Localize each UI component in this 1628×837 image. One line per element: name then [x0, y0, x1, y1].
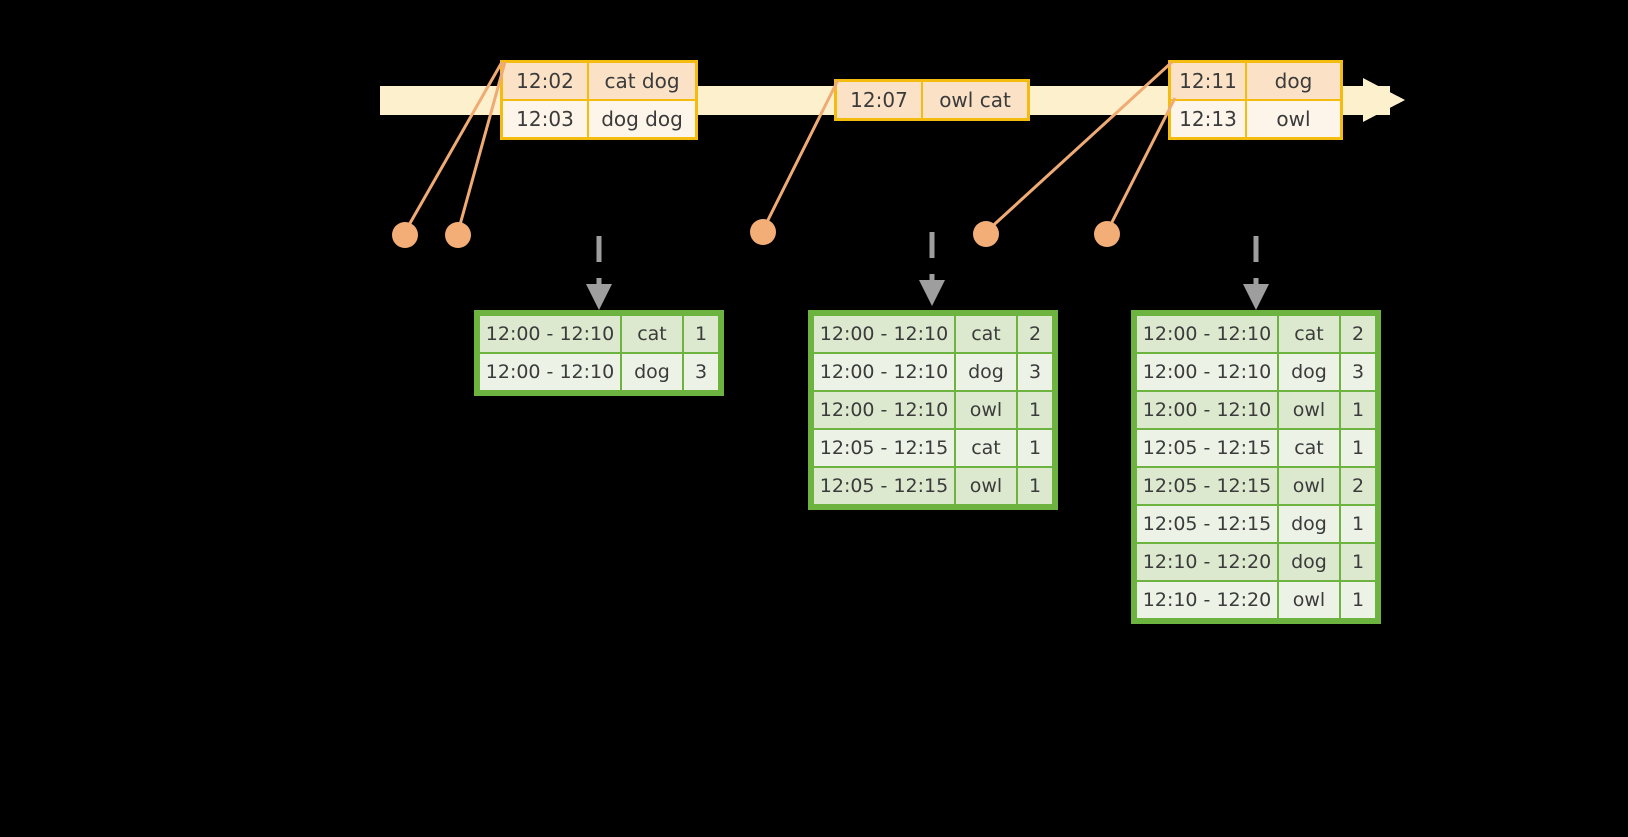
count-cell: 3	[684, 354, 718, 390]
window-cell: 12:00 - 12:10	[814, 316, 954, 352]
key-cell: dog	[1279, 544, 1339, 580]
key-cell: cat	[956, 430, 1016, 466]
result-table-2[interactable]: 12:00 - 12:10 cat 2 12:00 - 12:10 dog 3 …	[808, 310, 1058, 510]
emit-arrowhead-icon	[586, 284, 612, 310]
window-cell: 12:00 - 12:10	[480, 354, 620, 390]
result-table-3[interactable]: 12:00 - 12:10 cat 2 12:00 - 12:10 dog 3 …	[1131, 310, 1381, 624]
event-row: 12:13 owl	[1171, 99, 1340, 137]
key-cell: owl	[1279, 468, 1339, 504]
event-words: dog	[1245, 63, 1340, 99]
connector-line	[1105, 97, 1177, 233]
table-row: 12:10 - 12:20 owl 1	[1137, 582, 1375, 618]
event-time: 12:07	[850, 88, 908, 112]
key-cell: owl	[1279, 392, 1339, 428]
key-cell: owl	[956, 392, 1016, 428]
table-row: 12:05 - 12:15 dog 1	[1137, 506, 1375, 542]
event-words: dog dog	[587, 101, 695, 137]
count-cell: 3	[1018, 354, 1052, 390]
count-cell: 2	[1341, 468, 1375, 504]
count-cell: 1	[1341, 506, 1375, 542]
table-row: 12:00 - 12:10 dog 3	[814, 354, 1052, 390]
event-row: 12:07 owl cat	[837, 82, 1027, 118]
event-words: owl	[1245, 101, 1340, 137]
emit-arrows	[596, 232, 1259, 288]
event-group-1[interactable]: 12:02 cat dog 12:03 dog dog	[500, 60, 698, 140]
event-row: 12:02 cat dog	[503, 63, 695, 99]
connector-dot	[750, 219, 776, 245]
window-cell: 12:10 - 12:20	[1137, 582, 1277, 618]
window-cell: 12:05 - 12:15	[814, 468, 954, 504]
count-cell: 1	[1018, 430, 1052, 466]
table-row: 12:10 - 12:20 dog 1	[1137, 544, 1375, 580]
count-cell: 2	[1018, 316, 1052, 352]
event-time: 12:02	[516, 69, 574, 93]
table-row: 12:00 - 12:10 dog 3	[480, 354, 718, 390]
event-words: owl cat	[921, 82, 1027, 118]
window-cell: 12:05 - 12:15	[1137, 430, 1277, 466]
count-cell: 1	[684, 316, 718, 352]
table-row: 12:00 - 12:10 owl 1	[1137, 392, 1375, 428]
window-cell: 12:00 - 12:10	[814, 392, 954, 428]
table-row: 12:05 - 12:15 owl 2	[1137, 468, 1375, 504]
table-row: 12:00 - 12:10 dog 3	[1137, 354, 1375, 390]
connector-dots	[392, 219, 1120, 248]
table-row: 12:00 - 12:10 cat 1	[480, 316, 718, 352]
key-cell: owl	[956, 468, 1016, 504]
event-words: cat dog	[587, 63, 695, 99]
key-cell: cat	[956, 316, 1016, 352]
window-cell: 12:00 - 12:10	[1137, 316, 1277, 352]
connector-dot	[445, 222, 471, 248]
connector-dot	[973, 221, 999, 247]
key-cell: cat	[622, 316, 682, 352]
connector-dot	[1094, 221, 1120, 247]
event-row: 12:11 dog	[1171, 63, 1340, 99]
table-row: 12:00 - 12:10 owl 1	[814, 392, 1052, 428]
connector-dot	[392, 222, 418, 248]
window-cell: 12:00 - 12:10	[480, 316, 620, 352]
window-cell: 12:10 - 12:20	[1137, 544, 1277, 580]
window-cell: 12:05 - 12:15	[1137, 506, 1277, 542]
table-row: 12:05 - 12:15 cat 1	[1137, 430, 1375, 466]
table-row: 12:00 - 12:10 cat 2	[814, 316, 1052, 352]
window-cell: 12:00 - 12:10	[814, 354, 954, 390]
emit-arrowheads	[586, 280, 1269, 310]
count-cell: 1	[1341, 544, 1375, 580]
window-cell: 12:00 - 12:10	[1137, 392, 1277, 428]
window-cell: 12:05 - 12:15	[814, 430, 954, 466]
key-cell: cat	[1279, 430, 1339, 466]
key-cell: dog	[1279, 354, 1339, 390]
event-time: 12:03	[516, 107, 574, 131]
event-row: 12:03 dog dog	[503, 99, 695, 137]
count-cell: 1	[1341, 430, 1375, 466]
key-cell: dog	[622, 354, 682, 390]
key-cell: dog	[1279, 506, 1339, 542]
key-cell: owl	[1279, 582, 1339, 618]
count-cell: 1	[1341, 392, 1375, 428]
emit-arrowhead-icon	[919, 280, 945, 306]
key-cell: dog	[956, 354, 1016, 390]
count-cell: 1	[1018, 468, 1052, 504]
key-cell: cat	[1279, 316, 1339, 352]
window-cell: 12:00 - 12:10	[1137, 354, 1277, 390]
count-cell: 2	[1341, 316, 1375, 352]
timeline-arrowhead-icon	[1363, 78, 1405, 122]
emit-arrowhead-icon	[1243, 284, 1269, 310]
table-row: 12:05 - 12:15 cat 1	[814, 430, 1052, 466]
event-time: 12:11	[1179, 69, 1237, 93]
count-cell: 1	[1341, 582, 1375, 618]
table-row: 12:00 - 12:10 cat 2	[1137, 316, 1375, 352]
event-group-2[interactable]: 12:07 owl cat	[834, 79, 1030, 121]
window-cell: 12:05 - 12:15	[1137, 468, 1277, 504]
table-row: 12:05 - 12:15 owl 1	[814, 468, 1052, 504]
count-cell: 1	[1018, 392, 1052, 428]
event-group-3[interactable]: 12:11 dog 12:13 owl	[1168, 60, 1343, 140]
count-cell: 3	[1341, 354, 1375, 390]
event-time: 12:13	[1179, 107, 1237, 131]
result-table-1[interactable]: 12:00 - 12:10 cat 1 12:00 - 12:10 dog 3	[474, 310, 724, 396]
